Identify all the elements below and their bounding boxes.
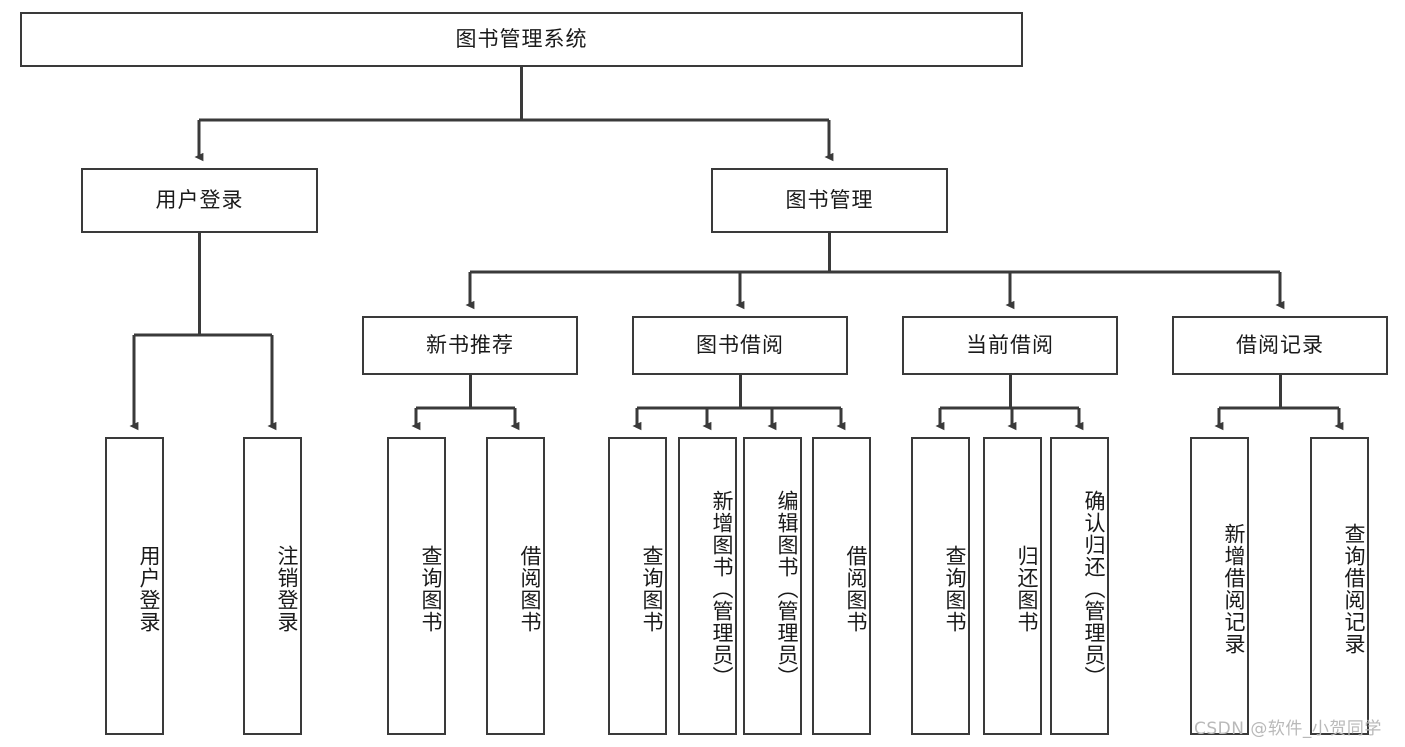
node-user-login-label: 用户登录 xyxy=(155,187,244,212)
node-leaf-query-borrow-record[interactable]: 查询借阅记录 xyxy=(1310,437,1369,735)
node-leaf-label: 新增图书（管理员） xyxy=(710,490,734,688)
node-leaf-add-borrow-record[interactable]: 新增借阅记录 xyxy=(1190,437,1249,735)
node-book-management[interactable]: 图书管理 xyxy=(711,168,948,233)
csdn-watermark: CSDN @软件_小贺同学 xyxy=(1194,719,1382,739)
node-borrow-records-label: 借阅记录 xyxy=(1236,332,1324,357)
node-leaf-label: 查询图书 xyxy=(640,545,664,633)
node-user-login[interactable]: 用户登录 xyxy=(81,168,318,233)
node-leaf-label: 查询图书 xyxy=(943,545,967,633)
node-leaf-label: 借阅图书 xyxy=(844,545,868,633)
node-leaf-label: 归还图书 xyxy=(1015,545,1039,633)
node-root-label: 图书管理系统 xyxy=(455,26,588,51)
node-leaf-query-book-current[interactable]: 查询图书 xyxy=(911,437,970,735)
node-root-system[interactable]: 图书管理系统 xyxy=(20,12,1023,67)
node-borrow-records[interactable]: 借阅记录 xyxy=(1172,316,1388,375)
node-leaf-label: 查询图书 xyxy=(419,545,443,633)
node-leaf-borrow-book[interactable]: 借阅图书 xyxy=(812,437,871,735)
node-book-management-label: 图书管理 xyxy=(785,187,874,212)
node-book-borrow[interactable]: 图书借阅 xyxy=(632,316,848,375)
node-leaf-label: 注销登录 xyxy=(275,545,299,633)
node-leaf-label: 确认归还（管理员） xyxy=(1082,490,1106,688)
node-leaf-label: 新增借阅记录 xyxy=(1222,523,1246,655)
node-current-borrow[interactable]: 当前借阅 xyxy=(902,316,1118,375)
node-leaf-label: 借阅图书 xyxy=(518,545,542,633)
node-leaf-add-book-admin[interactable]: 新增图书（管理员） xyxy=(678,437,737,735)
node-leaf-user-login[interactable]: 用户登录 xyxy=(105,437,164,735)
node-leaf-label: 编辑图书（管理员） xyxy=(775,490,799,688)
node-leaf-edit-book-admin[interactable]: 编辑图书（管理员） xyxy=(743,437,802,735)
node-new-book-recommend[interactable]: 新书推荐 xyxy=(362,316,578,375)
node-leaf-return-book[interactable]: 归还图书 xyxy=(983,437,1042,735)
node-leaf-label: 用户登录 xyxy=(137,545,161,633)
node-new-book-recommend-label: 新书推荐 xyxy=(426,332,514,357)
node-leaf-borrow-book-new[interactable]: 借阅图书 xyxy=(486,437,545,735)
node-leaf-query-book-borrow[interactable]: 查询图书 xyxy=(608,437,667,735)
node-leaf-label: 查询借阅记录 xyxy=(1342,523,1366,655)
node-leaf-logout[interactable]: 注销登录 xyxy=(243,437,302,735)
node-book-borrow-label: 图书借阅 xyxy=(696,332,784,357)
node-current-borrow-label: 当前借阅 xyxy=(966,332,1054,357)
node-leaf-query-book-new[interactable]: 查询图书 xyxy=(387,437,446,735)
node-leaf-confirm-return-admin[interactable]: 确认归还（管理员） xyxy=(1050,437,1109,735)
